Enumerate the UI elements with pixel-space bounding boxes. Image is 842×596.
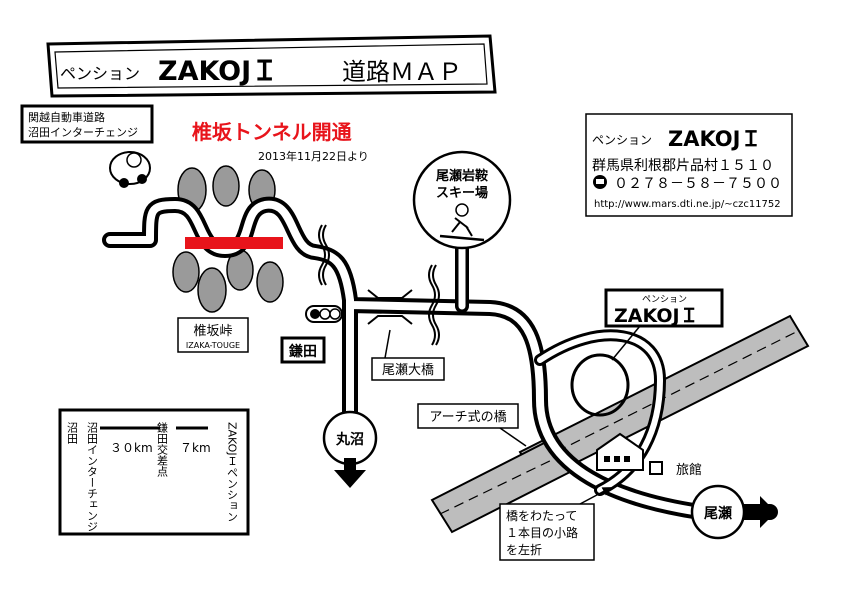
- origin-box: 関越自動車道路 沼田インターチェンジ: [20, 104, 154, 144]
- turn-line2: １本目の小路: [506, 525, 578, 540]
- oze-text: 尾瀬: [704, 505, 732, 522]
- info-box: ペンション ZAKOJＩ 群馬県利根郡片品村１５１０ ０２７８－５８－７５００ …: [585, 113, 793, 217]
- river-marks: [318, 224, 440, 346]
- tunnel-bar: [185, 237, 283, 249]
- info-url: http://www.mars.dti.ne.jp/~czc11752: [594, 199, 781, 210]
- traffic-light-icon: [305, 305, 343, 323]
- kamada-label: 鎌田: [280, 336, 326, 364]
- pension-name: ZAKOJＩ: [614, 305, 699, 327]
- ryokan-icon: [649, 461, 663, 475]
- tunnel-date: 2013年11月22日より: [258, 149, 369, 163]
- title-suffix: 道路ＭＡＰ: [342, 58, 462, 86]
- pension-label: ペンション ZAKOJＩ: [604, 288, 724, 328]
- oze-dir: 尾瀬: [690, 484, 776, 540]
- turn-line3: を左折: [506, 542, 542, 557]
- info-address: 群馬県利根郡片品村１５１０: [592, 158, 774, 174]
- numata-dir: 丸沼: [322, 410, 378, 488]
- dist-d2: ７km: [180, 441, 211, 455]
- title-name: ZAKOJＩ: [158, 56, 278, 87]
- kamada-text: 鎌田: [288, 343, 317, 360]
- oze-bridge-text: 尾瀬大橋: [382, 363, 434, 378]
- arrow-right-icon: [744, 496, 776, 528]
- title-prefix: ペンション: [60, 64, 140, 83]
- skier-icon: [439, 203, 485, 242]
- dist-start: 沼田インターチェンジ: [86, 421, 99, 532]
- arrow-down-icon: [334, 458, 366, 488]
- ryokan-label: 旅館: [676, 463, 702, 478]
- origin-line1: 関越自動車道路: [28, 110, 105, 124]
- pass-name: 椎坂峠: [193, 324, 232, 339]
- ski-line2: スキー場: [436, 185, 488, 201]
- oze-bridge-mark: [367, 289, 413, 325]
- pension-small: ペンション: [642, 295, 687, 305]
- arch-bridge-label: アーチ式の橋: [417, 403, 527, 447]
- oze-bridge-label: 尾瀬大橋: [371, 329, 445, 381]
- ski-line1: 尾瀬岩鞍: [436, 168, 488, 184]
- pension-house-icon: [596, 432, 644, 471]
- phone-icon: [593, 175, 607, 189]
- info-name: ZAKOJＩ: [668, 127, 761, 151]
- numata-text: 丸沼: [335, 431, 364, 448]
- title-banner: ペンション ZAKOJＩ 道路ＭＡＰ: [46, 34, 497, 98]
- arch-bridge-text: アーチ式の橋: [429, 410, 506, 425]
- car-icon: [109, 151, 151, 188]
- info-prefix: ペンション: [592, 133, 652, 147]
- pass-label: 椎坂峠 IZAKA-TOUGE: [177, 317, 249, 353]
- tunnel-heading: 椎坂トンネル開通: [192, 120, 352, 144]
- dist-end: ZAKOJＩペンション: [226, 422, 239, 522]
- dist-d1: ３０km: [110, 441, 153, 455]
- turn-line1: 橋をわたって: [506, 509, 577, 523]
- distance-box: 沼田 沼田インターチェンジ ３０km ７km 鎌田交差点 ZAKOJＩペンション: [58, 408, 250, 536]
- turn-note: 橋をわたって １本目の小路 を左折: [499, 487, 612, 561]
- forest: [172, 165, 284, 313]
- pass-romaji: IZAKA-TOUGE: [186, 341, 240, 350]
- dist-mid: 鎌田交差点: [156, 421, 169, 478]
- pension-pointer: [611, 325, 641, 361]
- info-tel: ０２７８－５８－７５００: [614, 176, 782, 192]
- ski-resort-marker: 尾瀬岩鞍 スキー場: [412, 150, 512, 250]
- origin-line2: 沼田インターチェンジ: [28, 125, 138, 139]
- dist-start-a: 沼田: [66, 421, 79, 444]
